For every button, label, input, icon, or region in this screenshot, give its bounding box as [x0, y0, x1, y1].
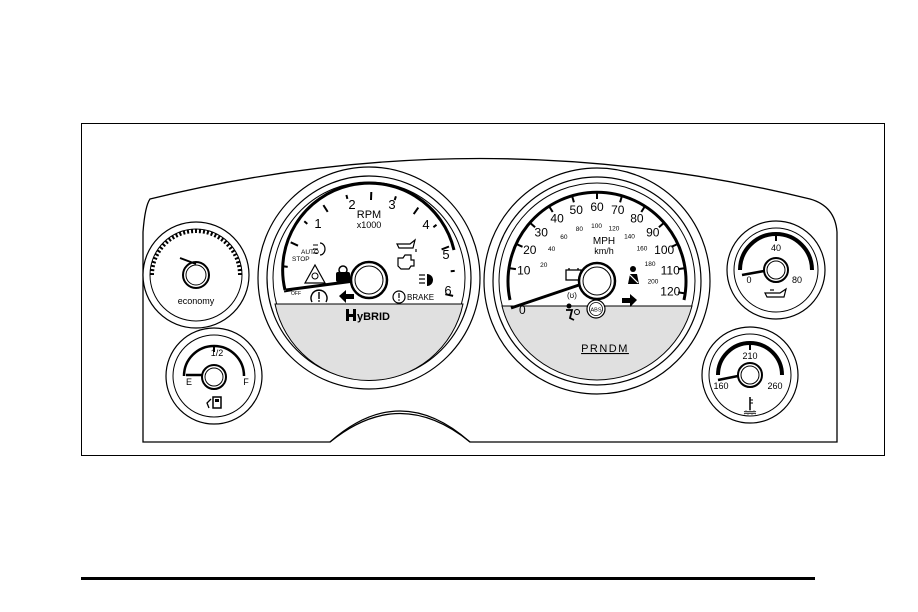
kmh-tick-200: 200: [648, 278, 659, 285]
temp-high-label: 260: [767, 381, 782, 391]
tach-tick-1: 1: [314, 216, 321, 231]
kmh-tick-60: 60: [560, 234, 568, 241]
kmh-unit: km/h: [594, 246, 614, 256]
hybrid-label: yBRID: [357, 311, 390, 323]
kmh-tick-180: 180: [645, 261, 656, 268]
tach-tick-2: 2: [348, 197, 355, 212]
kmh-tick-40: 40: [548, 246, 556, 253]
tach-tick-5: 5: [442, 247, 449, 262]
economy-label: economy: [178, 296, 215, 306]
kmh-tick-80: 80: [576, 226, 584, 233]
mph-tick-20: 20: [523, 243, 537, 257]
mph-tick-50: 50: [570, 203, 584, 217]
mph-tick-40: 40: [550, 212, 564, 226]
fuel-gauge: 1/2 E F: [166, 328, 262, 424]
fuel-half-label: 1/2: [211, 348, 224, 358]
mph-tick-30: 30: [535, 226, 549, 240]
mph-tick-100: 100: [654, 243, 674, 257]
temp-mid-label: 210: [742, 351, 757, 361]
fuel-empty-label: E: [186, 377, 192, 387]
kmh-tick-120: 120: [608, 226, 619, 233]
mph-tick-mark: [678, 292, 685, 293]
coolant-temp-gauge: 210 160 260: [702, 327, 798, 423]
tach-multiplier: x1000: [357, 220, 382, 230]
mph-tick-110: 110: [661, 263, 680, 277]
cruise-icon: (ʊ): [567, 291, 577, 300]
temp-low-label: 160: [713, 381, 728, 391]
auto-stop-label-2: STOP: [292, 256, 310, 263]
mph-tick-mark: [509, 268, 516, 269]
mph-tick-80: 80: [630, 212, 644, 226]
kmh-tick-20: 20: [540, 262, 548, 269]
oil-low-label: 0: [746, 275, 751, 285]
economy-gauge: economy: [143, 222, 249, 328]
oil-high-label: 80: [792, 275, 802, 285]
kmh-tick-100: 100: [591, 223, 602, 230]
tach-tick-4: 4: [422, 217, 429, 232]
tach-tick-6: 6: [444, 283, 451, 298]
kmh-tick-160: 160: [637, 246, 648, 253]
mph-tick-mark: [678, 268, 685, 269]
tachometer: RPM x1000 1 2 3 4 5 6 AUTO STOP OFF: [258, 167, 480, 389]
oil-mid-label: 40: [771, 243, 781, 253]
kmh-tick-140: 140: [624, 233, 635, 240]
tach-tick-3: 3: [388, 197, 395, 212]
mph-tick-70: 70: [611, 203, 625, 217]
mph-tick-120: 120: [660, 284, 680, 298]
mph-tick-90: 90: [646, 226, 660, 240]
mph-tick-10: 10: [517, 263, 531, 277]
mph-tick-60: 60: [590, 200, 604, 214]
tach-off-label: OFF: [291, 291, 301, 297]
oil-pressure-gauge: 40 0 80: [727, 221, 825, 319]
prndm-indicator: PRNDM: [581, 343, 629, 355]
abs-warning-icon: ABS: [587, 300, 605, 318]
abs-label: ABS: [590, 308, 601, 314]
speedo-hub: [579, 263, 615, 299]
fuel-full-label: F: [243, 377, 249, 387]
tach-hub: [351, 262, 387, 298]
brake-label: BRAKE: [407, 293, 434, 302]
